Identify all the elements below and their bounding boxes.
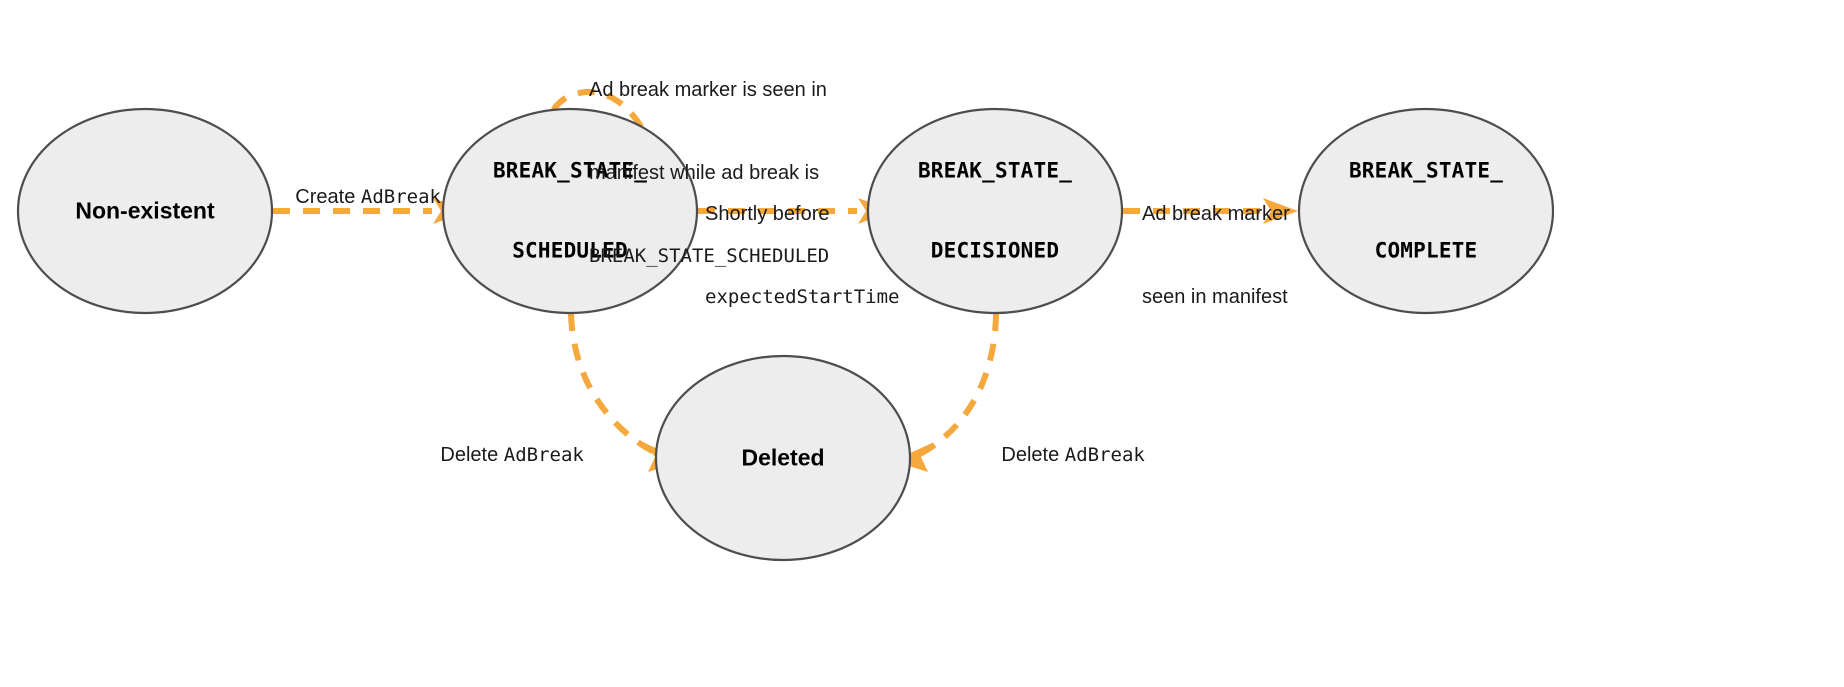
edge-decisioned-to-deleted-line [912,313,999,460]
edge-decisioned-to-deleted[interactable] [893,313,999,472]
edge-scheduled-to-deleted-line [568,313,664,459]
node-break-state-decisioned[interactable] [866,107,1124,315]
node-break-state-complete[interactable] [1297,107,1555,315]
node-deleted[interactable] [654,354,912,562]
node-non-existent[interactable] [16,107,274,315]
edge-scheduled-to-decisioned[interactable] [698,198,893,224]
edge-create-adbreak[interactable] [273,198,468,224]
edge-decisioned-to-complete-arrowhead [1263,198,1298,224]
edge-decisioned-to-complete[interactable] [1123,198,1298,224]
edge-decisioned-to-deleted-arrowhead [893,443,932,472]
node-break-state-scheduled[interactable] [441,107,699,315]
